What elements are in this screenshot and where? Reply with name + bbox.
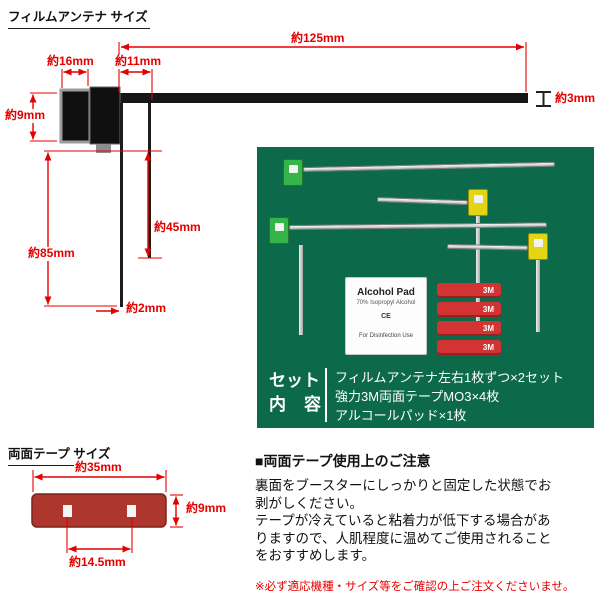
set-item: フィルムアンテナ左右1枚ずつ×2セット [335, 370, 565, 385]
alcohol-pad-package: Alcohol Pad 70% Isopropyl Alcohol CE For… [345, 277, 427, 355]
set-item: アルコールパッド×1枚 [335, 408, 467, 423]
3m-logo: 3M [482, 343, 494, 352]
dim-label-segment-width: 約11mm [114, 54, 163, 69]
3m-tape-strip: 3M [437, 340, 501, 355]
dim-label-pad-height: 約9mm [4, 108, 47, 123]
pad-contact [274, 223, 284, 231]
3m-logo: 3M [482, 305, 494, 314]
set-item: 強力3M両面テープMO3×4枚 [335, 389, 500, 404]
pad-contact [288, 165, 298, 173]
3m-logo: 3M [482, 286, 494, 295]
alcohol-pad-footer: For Disinfection Use [358, 333, 414, 339]
antenna-bar-photo [446, 244, 529, 251]
film-size-title: フィルムアンテナ サイズ [8, 6, 150, 29]
3m-logo: 3M [482, 324, 494, 333]
dim-label-tape-width: 約35mm [74, 460, 123, 475]
tape-drawing [31, 493, 167, 528]
3m-tape-strip: 3M [437, 321, 501, 336]
dim-label-element-width: 約2mm [125, 301, 168, 316]
set-contents-panel: Alcohol Pad 70% Isopropyl Alcohol CE For… [257, 147, 594, 428]
notes-body-1: 裏面をブースターにしっかりと固定した状態でお剥がしください。 [255, 478, 552, 511]
antenna-pad-green [269, 217, 289, 244]
dim-label-pad-width: 約16mm [46, 54, 95, 69]
antenna-element-strip [299, 245, 303, 335]
ce-mark: CE [381, 313, 391, 320]
dim-label-total-width: 約125mm [290, 31, 346, 46]
tape-size-title: 両面テープ サイズ [8, 443, 113, 466]
3m-tape-strip: 3M [437, 302, 501, 317]
antenna-pad-green [283, 159, 303, 186]
set-contents-divider [325, 368, 327, 422]
set-label-line2: 内容 [269, 395, 321, 414]
set-label-line1: セット [269, 371, 320, 390]
antenna-bar-photo [288, 222, 548, 230]
notes-heading: ■両面テープ使用上のご注意 [255, 453, 431, 469]
dim-label-tape-height: 約9mm [185, 501, 228, 516]
notes-body-2: テープが冷えていると粘着力が低下する場合がありますので、人肌程度に温めてご使用さ… [255, 513, 552, 563]
set-contents-items: フィルムアンテナ左右1枚ずつ×2セット 強力3M両面テープMO3×4枚 アルコー… [335, 368, 564, 425]
antenna-pad-yellow [468, 189, 488, 216]
dim-label-element-short: 約45mm [153, 220, 202, 235]
antenna-pad-yellow [528, 233, 548, 260]
dim-label-element-long: 約85mm [27, 246, 76, 261]
dim-label-bar-thickness: 約3mm [554, 91, 597, 106]
usage-notes: ■両面テープ使用上のご注意 裏面をブースターにしっかりと固定した状態でお剥がしく… [255, 451, 595, 594]
alcohol-pad-subtitle: 70% Isopropyl Alcohol [356, 300, 416, 306]
antenna-bar-photo [376, 197, 469, 206]
pad-contact [473, 195, 483, 203]
alcohol-pad-title: Alcohol Pad [357, 287, 415, 298]
dim-label-hole-spacing: 約14.5mm [68, 555, 127, 570]
3m-tape-strip: 3M [437, 283, 501, 298]
set-contents-label: セット 内容 [269, 369, 321, 417]
antenna-bar-photo [302, 161, 555, 172]
tape-dimension-lines [32, 470, 183, 553]
antenna-element-strip [476, 216, 480, 328]
pad-contact [533, 239, 543, 247]
order-warning: ※必ず適応機種・サイズ等をご確認の上ご注文くださいませ。 [255, 580, 575, 593]
antenna-element-strip [536, 260, 540, 332]
